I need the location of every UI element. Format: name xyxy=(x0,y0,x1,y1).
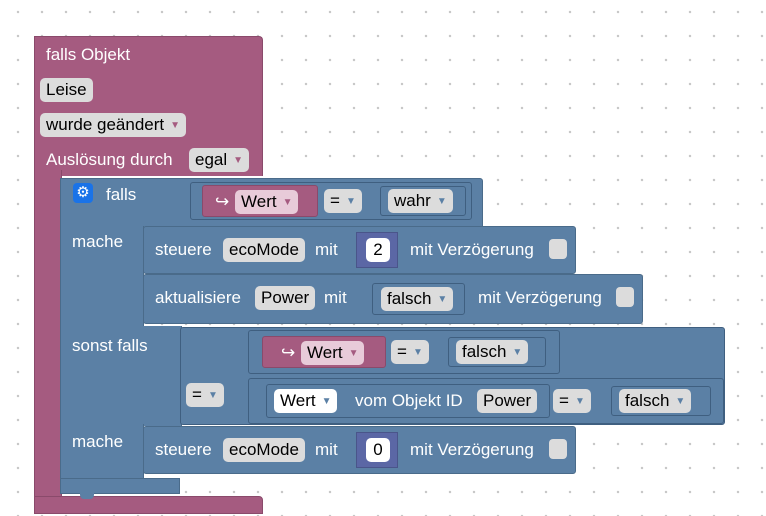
with-label: mit xyxy=(315,440,338,459)
number-field[interactable]: 0 xyxy=(366,438,390,462)
object-id-field[interactable]: Power xyxy=(477,389,538,413)
operator-dropdown[interactable]: =▼ xyxy=(553,389,591,413)
dropdown-arrow-icon: ▼ xyxy=(574,396,585,407)
gear-icon[interactable]: ⚙ xyxy=(73,183,93,203)
delay-checkbox[interactable] xyxy=(549,239,567,259)
delay-checkbox[interactable] xyxy=(549,439,567,459)
dropdown-arrow-icon: ▼ xyxy=(436,196,447,207)
operator-dropdown[interactable]: =▼ xyxy=(391,340,429,364)
statement-verb: steuere xyxy=(155,440,212,459)
dropdown-arrow-icon: ▼ xyxy=(345,196,356,207)
dropdown-arrow-icon: ▼ xyxy=(512,347,523,358)
value-getter-dropdown[interactable]: Wert▼ xyxy=(301,341,365,365)
dropdown-arrow-icon: ▼ xyxy=(233,155,244,166)
delay-label: mit Verzögerung xyxy=(410,440,534,459)
number-block[interactable]: 2 xyxy=(356,232,398,268)
return-arrow-icon: ↪ xyxy=(215,192,230,211)
operator-dropdown[interactable]: =▼ xyxy=(324,189,362,213)
property-dropdown[interactable]: Wert▼ xyxy=(274,389,338,413)
delay-label: mit Verzögerung xyxy=(478,288,602,307)
number-field[interactable]: 2 xyxy=(366,238,390,262)
statement-verb: steuere xyxy=(155,240,212,259)
with-label: mit xyxy=(324,288,347,307)
triggered-by-label: Auslösung durch xyxy=(46,150,173,169)
boolean-dropdown[interactable]: falsch▼ xyxy=(619,389,692,413)
state-target-field[interactable]: ecoMode xyxy=(223,238,305,262)
dropdown-arrow-icon: ▼ xyxy=(675,396,686,407)
boolean-dropdown[interactable]: falsch▼ xyxy=(456,340,529,364)
trigger-dropdown[interactable]: wurde geändert▼ xyxy=(40,113,187,137)
state-target-field[interactable]: Power xyxy=(255,286,316,310)
value-getter-block[interactable]: ↪ Wert▼ xyxy=(202,185,318,217)
dropdown-arrow-icon: ▼ xyxy=(170,120,181,131)
boolean-dropdown[interactable]: falsch▼ xyxy=(381,287,454,311)
value-getter-block[interactable]: ↪ Wert▼ xyxy=(262,336,386,368)
do-label: mache xyxy=(72,232,124,251)
if-label: falls xyxy=(106,185,137,204)
boolean-dropdown[interactable]: wahr▼ xyxy=(388,189,453,213)
event-title: falls Objekt xyxy=(46,45,131,64)
dropdown-arrow-icon: ▼ xyxy=(412,347,423,358)
object-name-field[interactable]: Leise xyxy=(40,78,93,102)
delay-label: mit Verzögerung xyxy=(410,240,534,259)
do-label-2: mache xyxy=(72,432,124,451)
dropdown-arrow-icon: ▼ xyxy=(207,390,218,401)
triggered-by-dropdown[interactable]: egal▼ xyxy=(189,148,250,172)
dropdown-arrow-icon: ▼ xyxy=(282,197,293,208)
outer-operator-dropdown[interactable]: =▼ xyxy=(186,383,224,407)
delay-checkbox[interactable] xyxy=(616,287,634,307)
return-arrow-icon: ↪ xyxy=(281,343,296,362)
state-target-field[interactable]: ecoMode xyxy=(223,438,305,462)
of-object-label: vom Objekt ID xyxy=(355,391,463,410)
dropdown-arrow-icon: ▼ xyxy=(437,294,448,305)
value-getter-dropdown[interactable]: Wert▼ xyxy=(235,190,299,214)
dropdown-arrow-icon: ▼ xyxy=(348,348,359,359)
with-label: mit xyxy=(315,240,338,259)
number-block[interactable]: 0 xyxy=(356,432,398,468)
else-if-label: sonst falls xyxy=(72,336,148,355)
dropdown-arrow-icon: ▼ xyxy=(321,396,332,407)
statement-verb: aktualisiere xyxy=(155,288,241,307)
